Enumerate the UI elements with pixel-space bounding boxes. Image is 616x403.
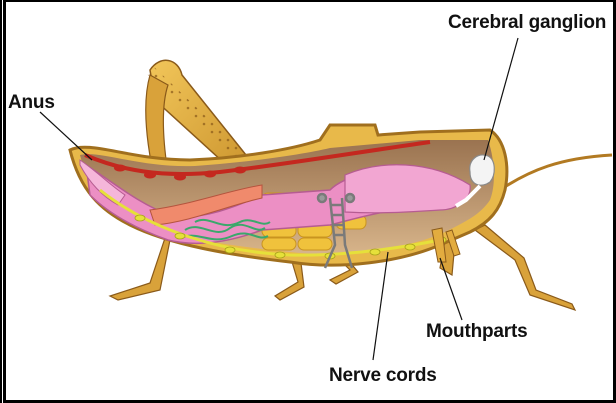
leader-anus bbox=[40, 112, 92, 160]
frame-border-top bbox=[0, 0, 616, 2]
label-cerebral-ganglion: Cerebral ganglion bbox=[448, 12, 606, 34]
label-nerve-cords: Nerve cords bbox=[329, 365, 437, 387]
cerebral-ganglion-shape bbox=[470, 155, 495, 185]
leader-nerve-cords bbox=[373, 252, 388, 360]
antenna bbox=[500, 155, 612, 190]
frame-border-left bbox=[0, 0, 6, 403]
label-mouthparts: Mouthparts bbox=[426, 321, 527, 343]
label-anus: Anus bbox=[8, 92, 55, 114]
